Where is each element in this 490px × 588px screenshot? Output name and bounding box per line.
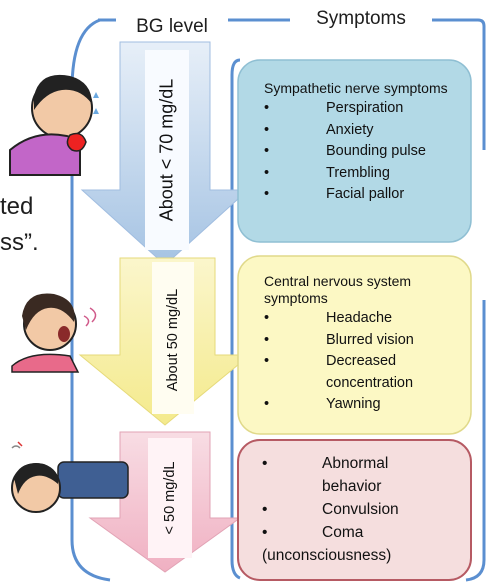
list-item: •Bounding pulse [264,143,426,159]
symptom-title: Sympathetic nerve symptoms [264,80,448,96]
symptom-box-blue [237,59,472,243]
symptom-panel-severe: •Abnormal behavior •Convulsion •Coma(unc… [262,452,466,567]
person-sweating-illustration [9,74,99,176]
list-item-continuation: (unconsciousness) [262,547,392,564]
list-item: •Headache [264,310,393,326]
symptom-list: •Perspiration •Anxiety •Bounding pulse •… [264,98,460,206]
outer-frame [98,18,486,150]
person-yawning-illustration [11,293,97,373]
symptom-list: •Abnormal behavior •Convulsion •Coma(unc… [262,452,466,567]
symptom-column-divider [230,58,241,580]
bg-level-label-below-50: < 50 mg/dL [162,461,178,535]
symptom-panel-central-nervous: Central nervous system symptoms •Headach… [264,273,464,416]
list-item: •Abnormal behavior [262,455,389,495]
bg-label-bg-blue [145,50,189,250]
bg-level-label-70: About < 70 mg/dL [156,78,177,222]
symptom-box-yellow [237,255,472,435]
symptom-box-pink [237,439,472,581]
bg-label-bg-yellow [152,262,194,414]
symptom-list: •Headache •Blurred vision •Decreased con… [264,308,464,416]
list-item: •Coma(unconsciousness) [262,521,466,567]
list-item: •Facial pallor [264,186,405,202]
list-item: •Anxiety [264,121,374,138]
outer-frame-right [465,300,486,582]
list-item: •Yawning [264,396,381,412]
partial-text-line-1: ted [0,193,34,220]
person-unconscious-illustration [11,441,129,513]
bg-level-header: BG level [116,14,228,40]
list-item: •Perspiration [264,100,404,116]
list-item: •Blurred vision [264,331,414,348]
symptom-panel-sympathetic: Sympathetic nerve symptoms •Perspiration… [264,80,460,206]
list-item: •Trembling [264,164,390,181]
bg-label-bg-pink [148,438,192,558]
symptoms-header: Symptoms [290,6,432,32]
partial-text-line-2: ss”. [0,229,39,256]
symptom-title: Central nervous system symptoms [264,273,412,306]
list-item: •Convulsion [262,501,399,518]
list-item: •Decreased concentration [264,353,414,391]
bg-level-label-50: About 50 mg/dL [165,288,181,392]
